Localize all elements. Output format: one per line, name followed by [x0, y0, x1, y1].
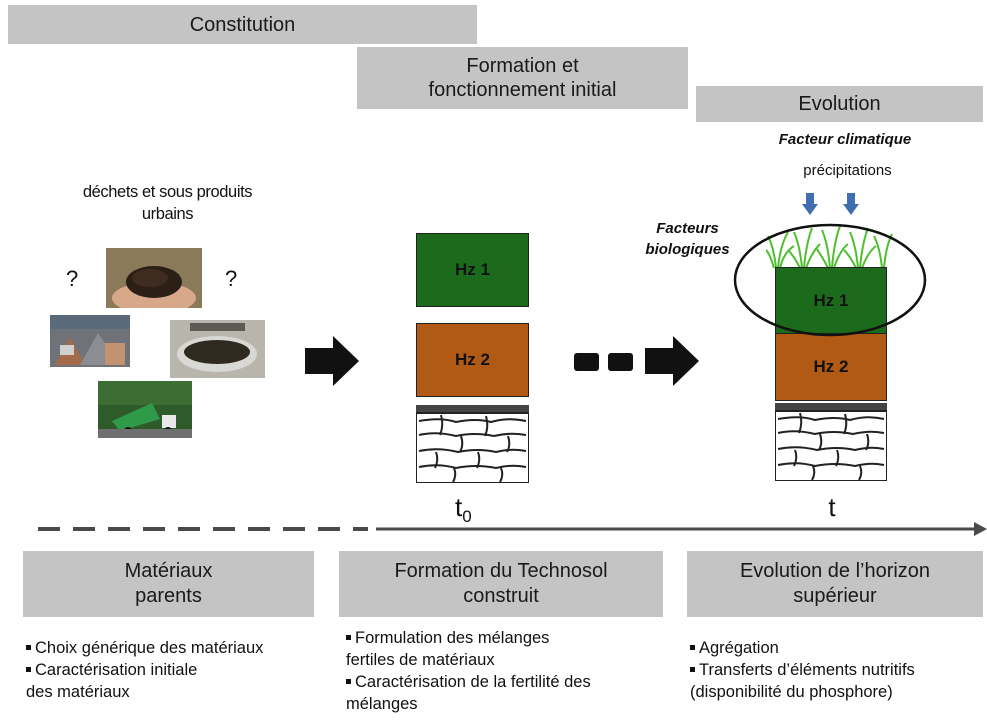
- precipitations-label: précipitations: [803, 162, 892, 179]
- bullet-item: Caractérisation initiale: [26, 659, 326, 681]
- bullet-item: Caractérisation de la fertilité des: [346, 671, 656, 693]
- header-constitution: Constitution: [8, 5, 477, 44]
- grass-icon: [766, 225, 893, 268]
- ellipsis-square-1: [574, 353, 599, 371]
- bullet-item: Formulation des mélanges: [346, 627, 656, 649]
- box-horizon-line2: supérieur: [793, 585, 877, 607]
- bullet-continuation: des matériaux: [26, 683, 130, 701]
- t0-main: t: [455, 492, 463, 522]
- tank-photo: [170, 320, 265, 378]
- box-evolution-horizon: Evolution de l’horizon supérieur: [687, 551, 983, 617]
- box-technosol-line1: Formation du Technosol: [394, 560, 608, 582]
- bedrock-icon-2: [775, 403, 887, 481]
- bullet-continuation: fertiles de matériaux: [346, 651, 495, 669]
- ellipsis-square-2: [608, 353, 633, 371]
- debris-photo: [50, 315, 130, 367]
- bullet-item: Choix générique des matériaux: [26, 637, 326, 659]
- arrow-right-icon-2: [645, 336, 699, 386]
- bullet-item: Transferts d’éléments nutritifs: [690, 659, 980, 681]
- header-evolution: Evolution: [696, 86, 983, 122]
- time-t-label: t: [828, 492, 836, 522]
- facteur-climatique-label: Facteur climatique: [778, 131, 912, 148]
- box-horizon-line1: Evolution de l’horizon: [739, 560, 931, 582]
- bullets-technosol: Formulation des mélanges fertiles de mat…: [346, 627, 656, 715]
- bullets-materiaux: Choix générique des matériaux Caractéris…: [26, 637, 326, 703]
- hz2-layer-initial: Hz 2: [416, 323, 529, 397]
- hz2-layer-evolved: Hz 2: [775, 333, 887, 401]
- box-materiaux-line2: parents: [135, 585, 202, 607]
- arrow-down-icon: [802, 193, 818, 215]
- time-t0-label: t0: [455, 492, 515, 527]
- question-mark-left: ?: [66, 266, 79, 291]
- bedrock-icon: [416, 405, 529, 483]
- hz1-layer-initial: Hz 1: [416, 233, 529, 307]
- timeline-arrow: [38, 522, 987, 536]
- hz1-layer-evolved: Hz 1: [775, 267, 887, 334]
- box-materiaux-line1: Matériaux: [124, 560, 213, 582]
- facteurs-biologiques-label: Facteurs biologiques: [645, 220, 730, 258]
- truck-photo: [98, 381, 192, 438]
- box-materiaux-parents: Matériaux parents: [23, 551, 314, 617]
- box-technosol-line2: construit: [463, 585, 539, 607]
- box-formation-technosol: Formation du Technosol construit: [339, 551, 663, 617]
- soil-hands-photo: [106, 248, 202, 308]
- arrow-down-icon-2: [843, 193, 859, 215]
- dechets-label: déchets et sous produits urbains: [82, 183, 253, 223]
- arrow-right-icon: [305, 336, 359, 386]
- bullets-horizon: Agrégation Transferts d’éléments nutriti…: [690, 637, 980, 703]
- header-formation: Formation et fonctionnement initial: [357, 47, 688, 109]
- bullet-continuation: mélanges: [346, 695, 418, 713]
- t0-subscript: 0: [462, 507, 472, 527]
- question-mark-right: ?: [225, 266, 238, 291]
- bullet-item: Agrégation: [690, 637, 980, 659]
- bullet-continuation: (disponibilité du phosphore): [690, 683, 893, 701]
- highlight-ellipse: [733, 223, 927, 337]
